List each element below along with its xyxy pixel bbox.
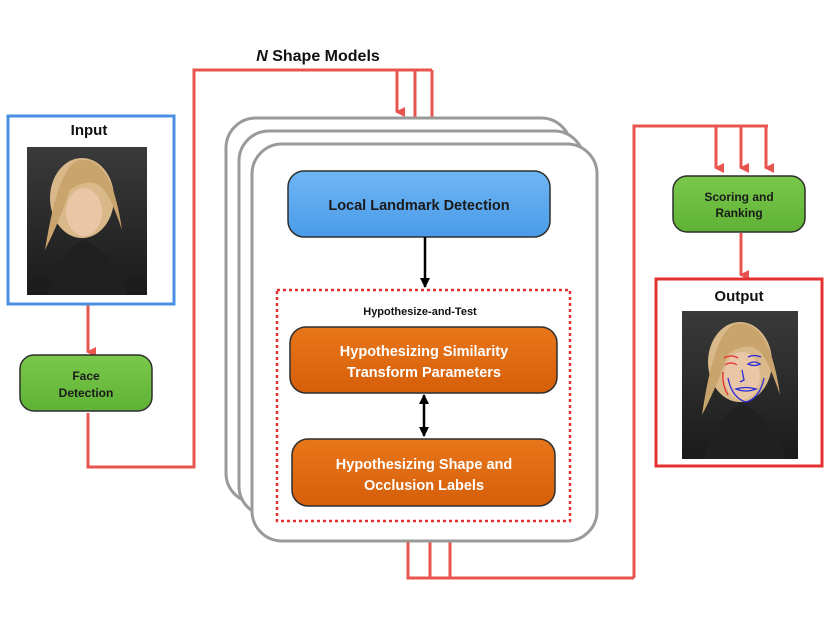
connector-lines [86,68,774,580]
face-detection-line1: Face [72,369,100,383]
mouth-contour [734,386,758,392]
right-eye-contour [746,361,762,367]
input-label: Input [71,122,108,139]
scoring-ranking-line2: Ranking [715,206,762,220]
shape-occlusion-line2: Occlusion Labels [364,478,484,494]
shape-occlusion-line1: Hypothesizing Shape and [336,457,512,473]
jaw-contour [727,377,765,403]
hypothesize-and-test-label: Hypothesize-and-Test [363,306,477,318]
output-label: Output [714,288,763,305]
similarity-transform-box [289,326,558,394]
right-brow-contour [747,354,762,358]
similarity-transform-line2: Transform Parameters [347,365,501,381]
output-face-photo [682,311,798,459]
local-landmark-detection-box [287,170,551,238]
shape-occlusion-box [291,438,556,507]
face-detection-box [19,354,153,412]
nose-contour [739,369,745,383]
scoring-ranking-box [672,175,806,233]
left-eye-contour-occluded [724,362,738,366]
face-detection-line2: Detection [59,386,114,400]
similarity-transform-line1: Hypothesizing Similarity [340,344,508,360]
connector-face-detection-to-models [86,68,432,469]
connector-to-scoring [632,124,768,578]
input-face-photo [27,147,147,295]
landmark-overlay [722,354,765,403]
left-jaw-contour-occluded [722,371,729,396]
title-n-shape-models: N Shape Models [256,48,380,65]
local-landmark-detection-label: Local Landmark Detection [328,198,509,214]
hypothesize-and-test-box [275,288,572,523]
connector-model-1-out [406,540,634,580]
left-brow-contour-occluded [723,355,739,359]
scoring-ranking-line1: Scoring and [704,190,773,204]
